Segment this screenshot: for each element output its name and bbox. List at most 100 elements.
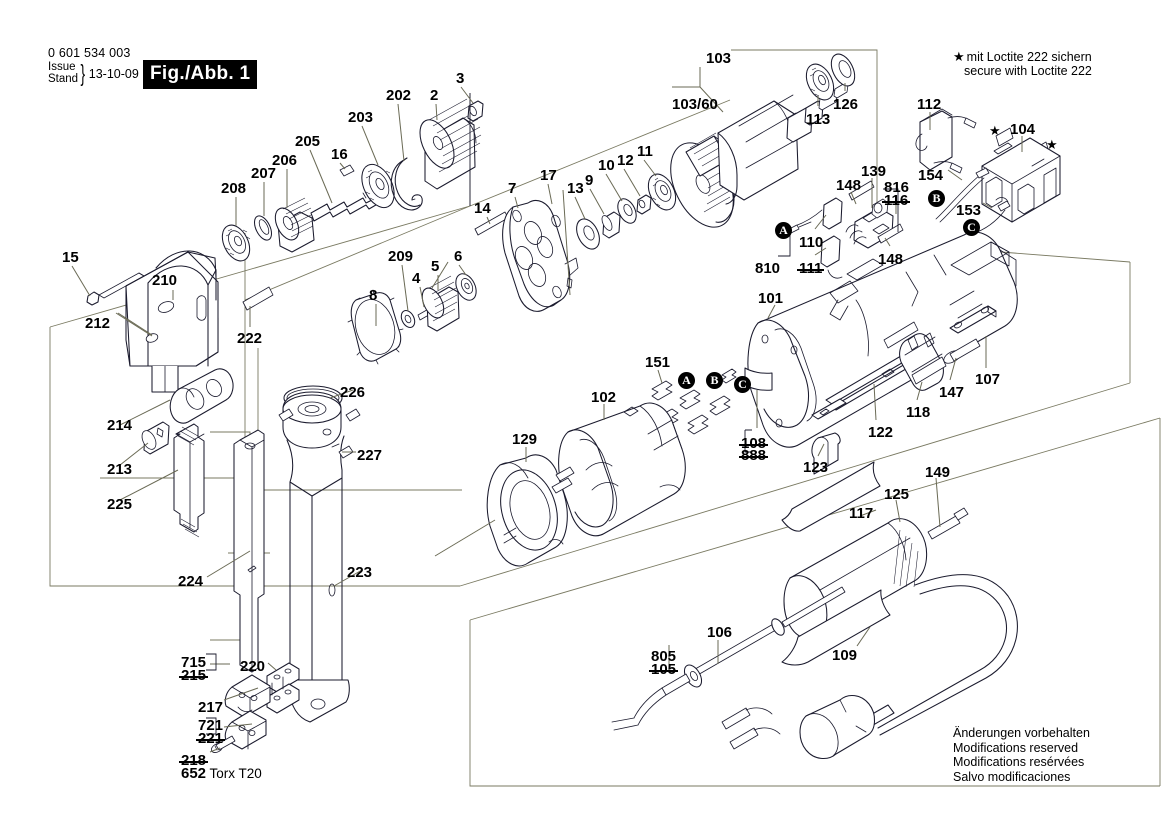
part-117-sleeve [781, 461, 881, 532]
part-label-652: 652 [181, 765, 207, 782]
part-label-112: 112 [917, 96, 942, 113]
leader-lines [71, 67, 1023, 753]
badge-c-badge-c-switch: C [963, 219, 980, 236]
part-label-149: 149 [925, 464, 951, 481]
badge-b-badge-b-lead: B [706, 372, 723, 389]
gear-housing-assembly [86, 250, 274, 393]
part-label-202: 202 [386, 87, 412, 104]
part-206-gear [274, 197, 315, 253]
part-208-bearing [221, 224, 251, 262]
part-149-screw [927, 507, 969, 540]
part-label-227: 227 [357, 447, 383, 464]
part-9-bush [601, 211, 621, 239]
part-2-gear [419, 98, 482, 190]
part-129-end-cap [486, 454, 575, 567]
part-label-218: 218 [178, 752, 209, 769]
part-label-111: 111 [796, 260, 825, 277]
loctite-note-en: secure with Loctite 222 [964, 64, 1092, 78]
badge-c-badge-c-lead: C [734, 376, 751, 393]
part-label-139: 139 [861, 163, 887, 180]
star-icon-star-right: ★ [1046, 137, 1058, 152]
part-label-17: 17 [540, 167, 557, 184]
part-label-715: 715 [181, 654, 207, 671]
part-label-888: 888 [738, 447, 769, 464]
part-112-clip [915, 108, 977, 174]
part-12-nut [636, 194, 652, 215]
part-101-motor-housing [747, 231, 1018, 448]
part-label-721: 721 [198, 717, 224, 734]
pinion-gasket-group [347, 261, 477, 365]
part-202-circlip [390, 157, 423, 211]
part-label-101: 101 [758, 290, 784, 307]
star-icon: ★ [953, 49, 965, 64]
armature-gear-stack [361, 93, 484, 211]
part-102-stator [558, 402, 686, 537]
part-label-5: 5 [431, 258, 440, 275]
part-7-flange [502, 199, 579, 312]
part-label-117: 117 [849, 505, 874, 522]
part-label-147: 147 [939, 384, 965, 401]
figure-label: Fig./Abb. 1 [143, 60, 258, 89]
part-209-washer [400, 309, 416, 329]
part-147-bolt [943, 338, 981, 364]
part-label-116: 116 [881, 192, 911, 209]
part-label-108: 108 [738, 435, 769, 452]
part-label-805: 805 [651, 648, 677, 665]
part-214-eyelet [169, 368, 234, 424]
part-label-113: 113 [806, 111, 831, 128]
part-148-screw-bottom [877, 223, 904, 244]
part-label-7: 7 [508, 180, 517, 197]
part-label-107: 107 [975, 371, 1001, 388]
part-label-217: 217 [198, 699, 224, 716]
part-label-220: 220 [240, 658, 266, 675]
part-label-129: 129 [512, 431, 538, 448]
part-16-key [339, 164, 355, 177]
part-label-16: 16 [331, 146, 348, 163]
switch-assembly [915, 108, 1061, 235]
part-label-12: 12 [617, 152, 634, 169]
part-code: 0 601 534 003 [48, 46, 131, 60]
footer-note-fr: Modifications resérvées [953, 755, 1085, 769]
footer-note-es: Salvo modificaciones [953, 769, 1071, 784]
part-207-washer [253, 215, 273, 241]
part-6-bearing [455, 273, 477, 301]
part-104-switch-body [981, 137, 1061, 223]
part-label-3: 3 [456, 70, 465, 87]
part-721-bracket [224, 710, 267, 750]
part-label-122: 122 [868, 424, 894, 441]
part-label-213: 213 [107, 461, 133, 478]
part-label-208: 208 [221, 180, 247, 197]
part-label-126: 126 [833, 96, 859, 113]
part-label-9: 9 [585, 172, 594, 189]
part-label-4: 4 [412, 270, 421, 287]
part-label-206: 206 [272, 152, 298, 169]
flange-group [474, 173, 677, 312]
label-652-torx: 652 Torx T20 [181, 766, 262, 782]
part-label-8: 8 [369, 287, 378, 304]
part-label-118: 118 [906, 404, 931, 421]
part-label-15: 15 [62, 249, 79, 266]
part-label-125: 125 [884, 486, 910, 503]
torx-size-note: Torx T20 [206, 766, 262, 781]
brush-assembly [788, 180, 904, 279]
part-label-148: 148 [836, 177, 862, 194]
part-label-210: 210 [152, 272, 178, 289]
loctite-note-de: mit Loctite 222 sichern [966, 50, 1092, 64]
part-113-bearing [805, 63, 835, 101]
spindle-bearing-stack [221, 164, 382, 262]
issue-stand-block: Issue Stand } 13-10-09 [48, 61, 139, 85]
part-11-bearing [647, 173, 677, 211]
part-203-ring [361, 163, 395, 209]
part-805-lead-wire [611, 673, 691, 731]
part-224-rod [233, 429, 265, 673]
power-cord [721, 574, 1018, 759]
part-label-106: 106 [707, 624, 733, 641]
part-label-13: 13 [567, 180, 584, 197]
part-label-10: 10 [598, 157, 615, 174]
stator-assembly [434, 402, 686, 567]
part-123-block [811, 432, 841, 475]
part-label-214: 214 [107, 417, 133, 434]
part-label-207: 207 [251, 165, 277, 182]
part-label-109: 109 [832, 647, 858, 664]
stand-label: Stand [48, 72, 79, 85]
